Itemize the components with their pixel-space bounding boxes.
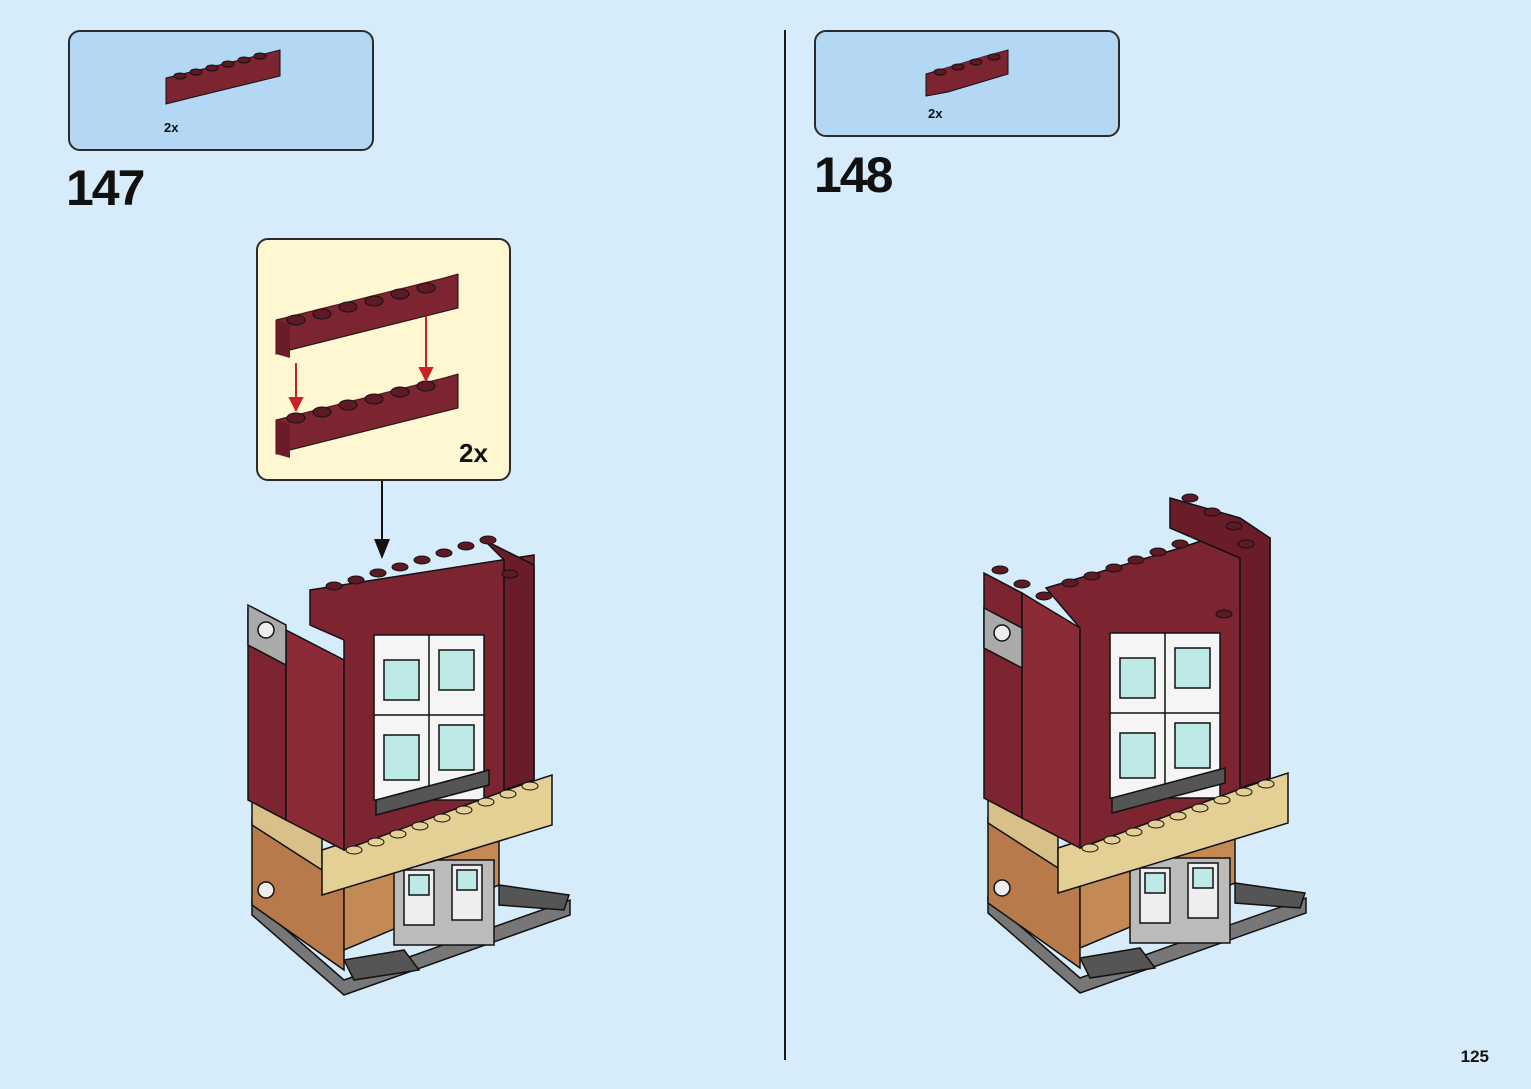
brick-stack-icon bbox=[275, 273, 459, 458]
brick-1x4-icon bbox=[925, 49, 1009, 97]
subassembly-quantity: 2x bbox=[459, 438, 488, 468]
down-arrow-icon bbox=[374, 481, 390, 559]
parts-callout-148: 2x bbox=[814, 30, 1120, 137]
down-arrow-icon bbox=[288, 316, 434, 413]
building-model-icon bbox=[983, 493, 1307, 994]
parts-quantity: 2x bbox=[164, 120, 179, 135]
subassembly-callout: 2x bbox=[256, 238, 511, 481]
parts-callout-147: 2x bbox=[68, 30, 374, 151]
step-number: 148 bbox=[814, 147, 893, 203]
step-divider bbox=[784, 30, 786, 1060]
page-number: 125 bbox=[1460, 1047, 1489, 1066]
building-model-icon bbox=[247, 535, 571, 996]
parts-quantity: 2x bbox=[928, 106, 943, 121]
brick-1x6-icon bbox=[165, 49, 281, 105]
step-number: 147 bbox=[66, 160, 145, 216]
